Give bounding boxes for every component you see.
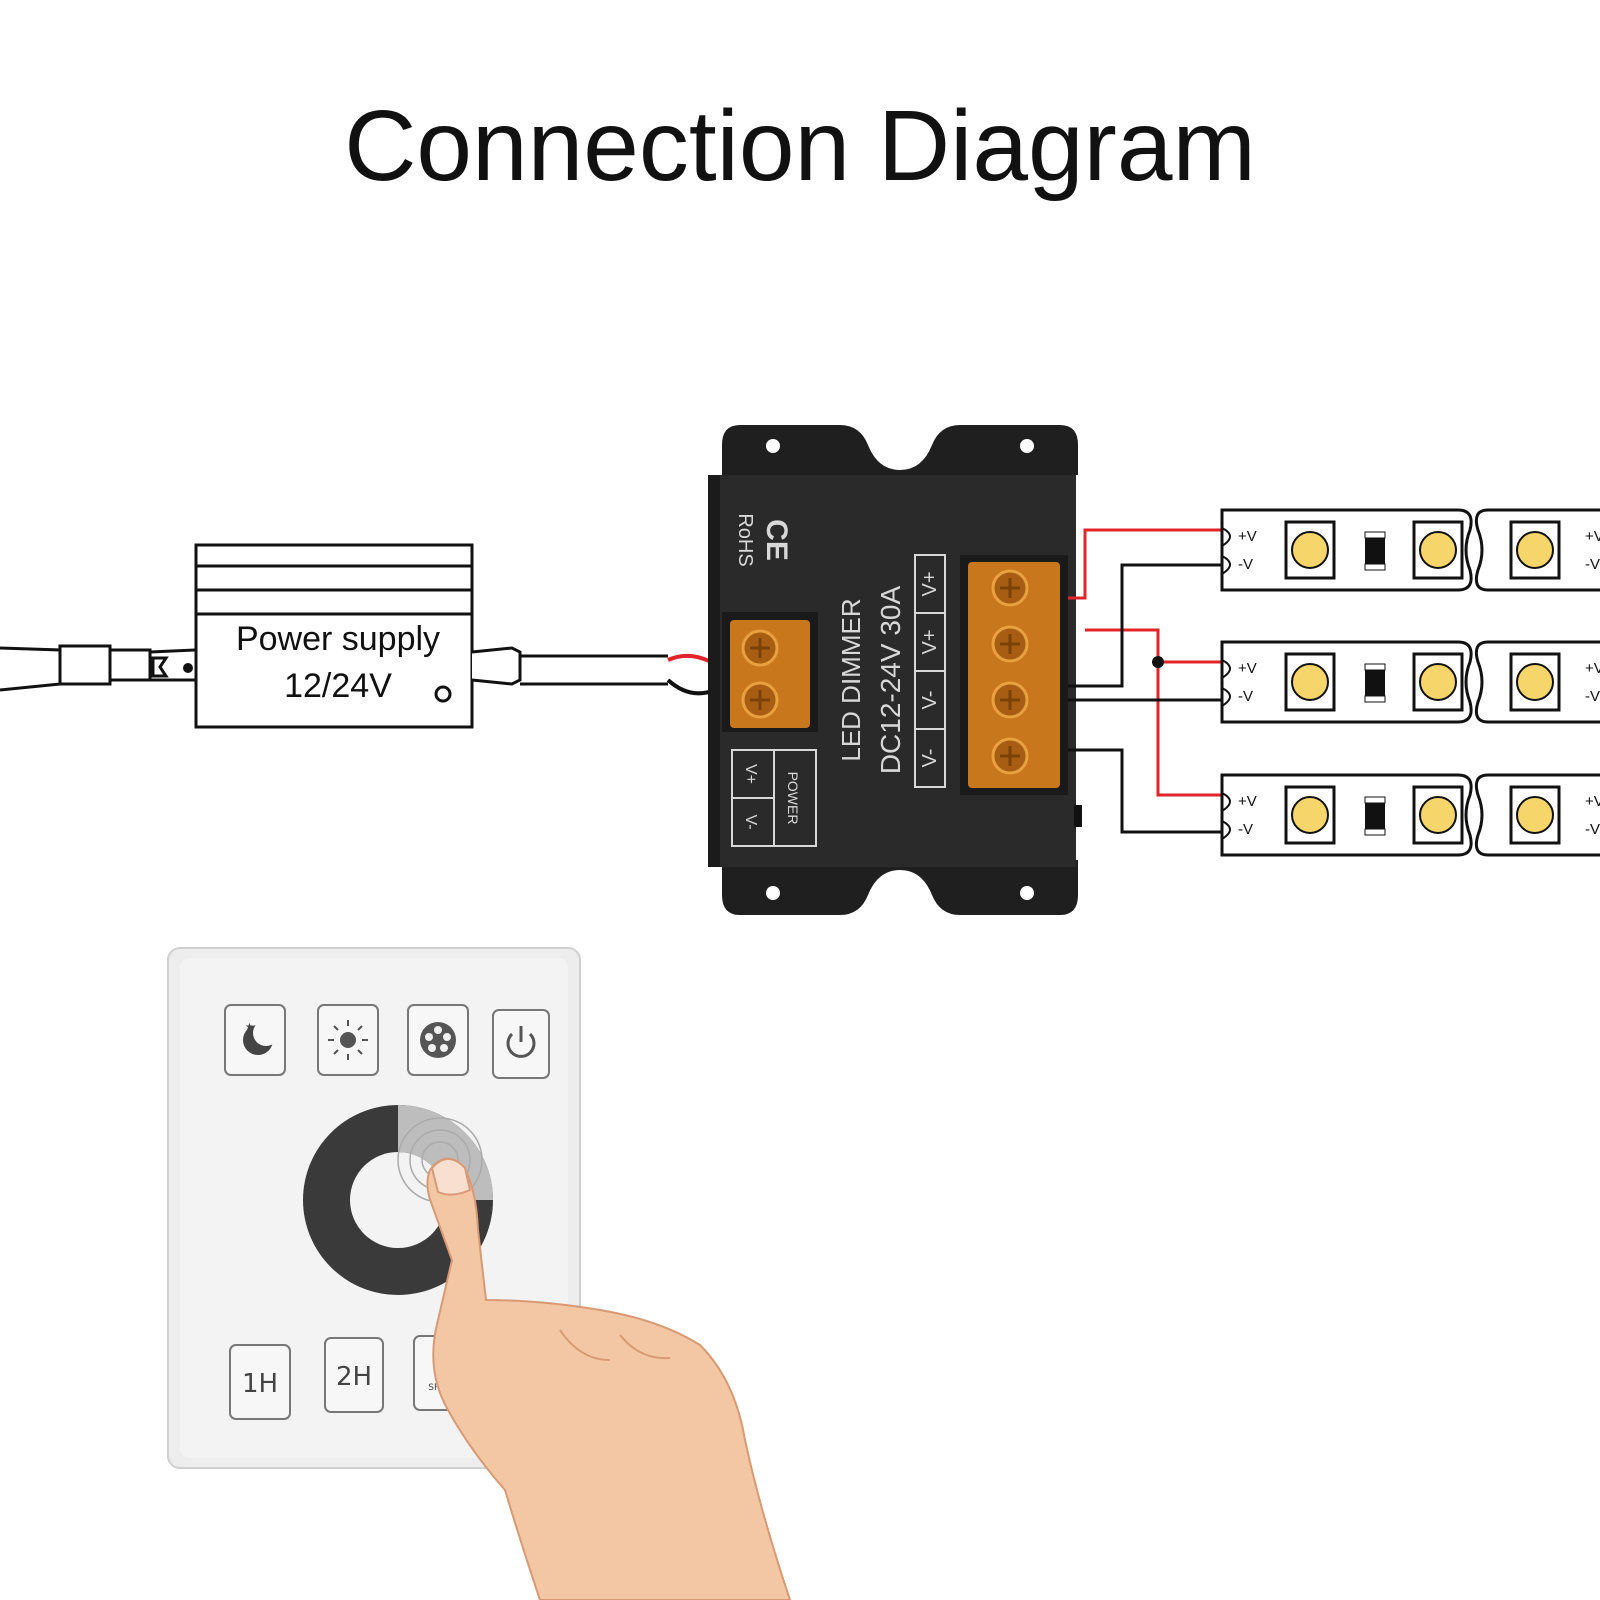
wire-red xyxy=(1156,662,1222,797)
input-terminal-label: V+ xyxy=(742,764,759,784)
dimmer-rating: DC12-24V 30A xyxy=(875,586,906,775)
led-chip xyxy=(1412,652,1464,712)
power-button[interactable] xyxy=(492,1009,550,1079)
power-input-label: POWER xyxy=(785,772,801,825)
led-strips: +V -V +V -V +V -V +V -V +V -V +V -V xyxy=(1220,508,1600,857)
hand-illustration xyxy=(426,1157,792,1600)
page-title: Connection Diagram xyxy=(344,90,1256,202)
led-chip xyxy=(1509,785,1561,845)
output-terminal-label: V- xyxy=(919,749,941,768)
strip-plus-label: +V xyxy=(1585,660,1600,677)
strip-minus-label: -V xyxy=(1238,688,1253,705)
wire-black xyxy=(1068,563,1222,688)
led-chip xyxy=(1284,785,1336,845)
led-chip xyxy=(1284,652,1336,712)
timer-1h-button[interactable]: 1H xyxy=(229,1344,291,1420)
output-terminal-label: V- xyxy=(919,691,941,710)
brightness-icon xyxy=(340,1032,356,1048)
led-strip: +V -V +V -V xyxy=(1220,773,1600,857)
strip-minus-label: -V xyxy=(1238,556,1253,573)
strip-plus-label: +V xyxy=(1238,528,1257,545)
svg-text:★: ★ xyxy=(245,1022,254,1033)
mode-button[interactable] xyxy=(407,1004,469,1076)
strip-minus-label: -V xyxy=(1585,688,1600,705)
power-supply-voltage: 12/24V xyxy=(284,667,392,705)
wire-red xyxy=(1085,628,1222,664)
resistor xyxy=(1365,801,1385,831)
strip-plus-label: +V xyxy=(1238,660,1257,677)
timer-2h-label: 2H xyxy=(336,1362,372,1392)
strip-plus-label: +V xyxy=(1238,793,1257,810)
wire-black xyxy=(1068,748,1222,834)
ce-mark: CE xyxy=(760,519,793,561)
dimmer-name: LED DIMMER xyxy=(836,598,866,761)
power-supply-label: Power supply xyxy=(236,620,440,658)
power-icon xyxy=(506,1032,536,1058)
led-chip xyxy=(1284,520,1336,580)
output-terminal-label: V+ xyxy=(919,629,941,654)
output-terminal-label: V+ xyxy=(919,571,941,596)
strip-minus-label: -V xyxy=(1585,821,1600,838)
wire-red xyxy=(1068,528,1222,600)
led-chip xyxy=(1509,520,1561,580)
input-wire-red xyxy=(667,653,716,666)
moon-button[interactable]: ★ xyxy=(224,1004,286,1076)
resistor xyxy=(1365,536,1385,566)
strip-plus-label: +V xyxy=(1585,793,1600,810)
led-chip xyxy=(1509,652,1561,712)
fingernail xyxy=(430,1158,472,1196)
junction-dot xyxy=(1152,656,1164,668)
dimmer-dial[interactable] xyxy=(303,1105,493,1295)
strip-minus-label: -V xyxy=(1585,556,1600,573)
input-wire-black xyxy=(666,678,716,696)
dc-plug xyxy=(58,644,112,686)
led-strip: +V -V +V -V xyxy=(1220,508,1600,592)
strip-plus-label: +V xyxy=(1585,528,1600,545)
led-chip xyxy=(1412,520,1464,580)
output-wiring xyxy=(1068,528,1222,834)
power-supply: Power supply 12/24V xyxy=(0,543,716,729)
resistor xyxy=(1365,668,1385,698)
led-strip: +V -V +V -V xyxy=(1220,640,1600,724)
timer-1h-label: 1H xyxy=(242,1369,278,1399)
strip-minus-label: -V xyxy=(1238,821,1253,838)
rohs-mark: RoHS xyxy=(734,513,756,566)
led-chip xyxy=(1412,785,1464,845)
output-terminal-block xyxy=(968,562,1060,788)
timer-2h-button[interactable]: 2H xyxy=(324,1337,384,1413)
led-dimmer: CE RoHS LED DIMMER DC12-24V 30A V+ V+ V-… xyxy=(708,425,1082,915)
brightness-button[interactable] xyxy=(317,1004,379,1076)
input-terminal-label: V- xyxy=(742,814,759,829)
